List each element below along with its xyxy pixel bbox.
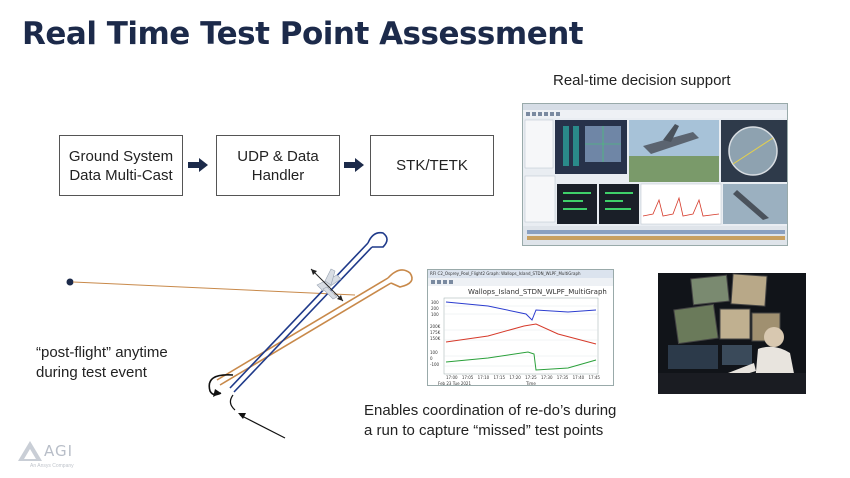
tick-label: 17:15 [493,375,506,380]
tick-label: 17:45 [588,375,600,380]
graph-ticks-panel2: 200K 175K 150K [430,324,440,342]
graph-date-label: Feb 23 Tue 2021 [438,381,471,386]
flow-box-udp-line1: UDP & Data [237,147,319,165]
approach-curve [229,394,236,411]
flight-track-diagram [66,231,413,439]
sight-line [72,281,356,296]
tick-label: 150K [430,336,441,341]
tick-label: 200 [431,306,439,311]
flow-box-stk-label: STK/TETK [396,157,468,174]
agi-logo: AGI An Ansys Company [18,439,98,473]
tick-label: 17:20 [509,375,521,380]
caption-realtime: Real-time decision support [553,72,731,89]
blue-track [229,231,388,393]
tick-label: -100 [430,362,440,367]
flow-box-udp-handler: UDP & Data Handler [216,135,340,196]
operator-photo [658,273,806,394]
caption-coordination: Enables coordination of re-do’s during a… [364,401,616,441]
caption-coordination-line1: Enables coordination of re-do’s during [364,402,617,419]
graph-window-title: RFI C2_Osprey_Pool_Flight2 Graph: Wallop… [430,271,581,276]
agi-logo-icon [18,441,42,461]
origin-point-icon [66,278,74,286]
tick-label: 200K [430,324,441,329]
flow-box-ground-system-line2: Data Multi-Cast [69,166,173,184]
tick-label: 17:00 [446,375,458,380]
graph-ticks-panel1: 300 200 100 [431,300,439,318]
tick-label: 100 [430,350,438,355]
slide-title: Real Time Test Point Assessment [22,16,584,52]
flow-box-stk-tetk: STK/TETK [370,135,494,196]
multigraph-window: RFI C2_Osprey_Pool_Flight2 Graph: Wallop… [427,269,614,386]
flow-box-ground-system: Ground System Data Multi-Cast [59,135,183,196]
agi-logo-tagline: An Ansys Company [30,463,74,469]
flow-arrow-icon [188,158,208,172]
flow-arrow-icon [344,158,364,172]
flow-box-udp-line2: Handler [251,166,305,184]
tick-label: 100 [431,312,439,317]
tick-label: 17:05 [461,375,474,380]
graph-x-ticks: 17:00 17:05 17:10 17:15 17:20 17:25 17:3… [446,375,600,380]
tick-label: 175K [430,330,441,335]
stk-screenshot [522,103,788,246]
tick-label: 300 [431,300,439,305]
aircraft-icon [316,268,342,300]
approach-line [239,414,286,439]
flow-box-ground-system-line1: Ground System [68,147,174,165]
caption-postflight: “post-flight” anytime during test event [36,343,168,383]
tick-label: 0 [430,356,433,361]
caption-coordination-line2: a run to capture “missed” test points [364,422,604,439]
graph-title: Wallops_Island_STDN_WLPF_MultiGraph [468,288,607,296]
graph-ticks-panel3: 100 0 -100 [430,350,439,368]
tick-label: 17:25 [525,375,537,380]
graph-time-label: Time [526,381,536,386]
agi-logo-text: AGI [44,442,74,460]
orange-track [216,269,413,386]
tick-label: 17:35 [556,375,569,380]
caption-postflight-line2: during test event [36,364,147,381]
tick-label: 17:30 [540,375,553,380]
tick-label: 17:10 [477,375,490,380]
tick-label: 17:40 [572,375,585,380]
caption-postflight-line1: “post-flight” anytime [36,344,168,361]
